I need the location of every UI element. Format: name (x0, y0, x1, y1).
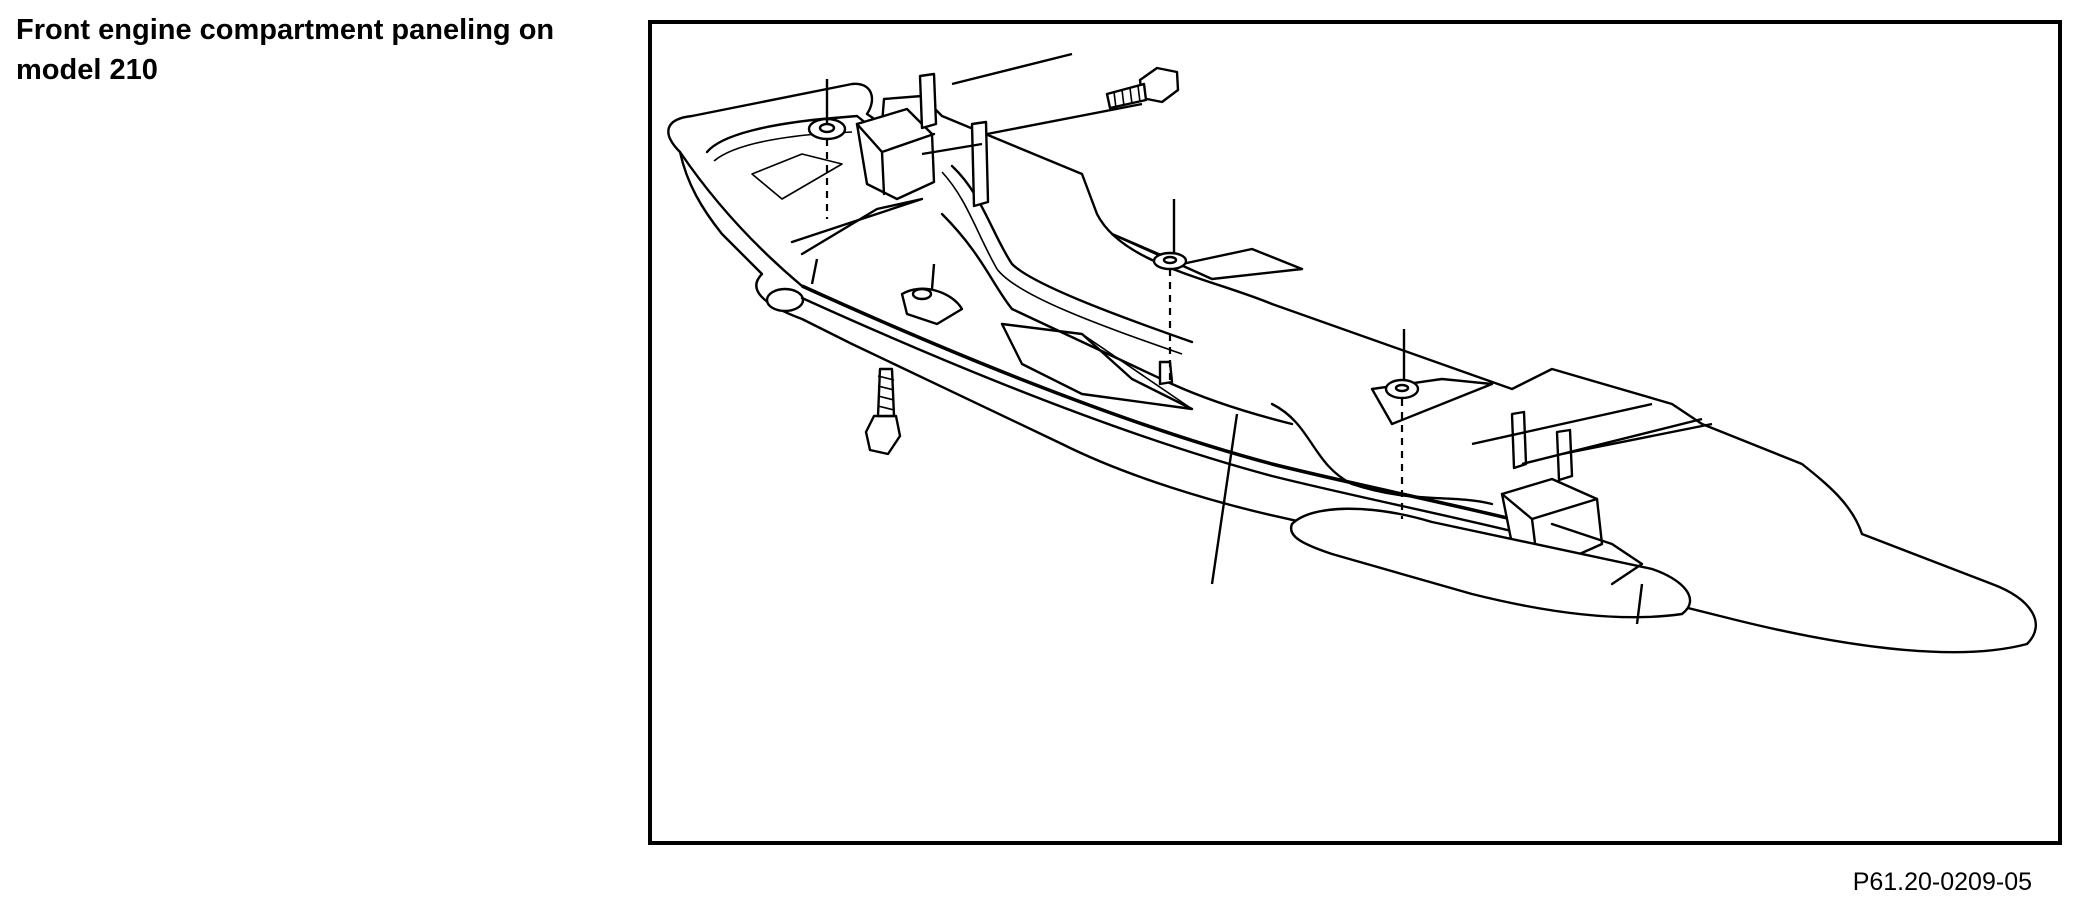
figure-id: P61.20-0209-05 (1852, 868, 2032, 896)
left-bottom-hole (911, 287, 933, 301)
figure-title: Front engine compartment paneling on mod… (16, 14, 555, 86)
figure-frame (648, 20, 2062, 845)
center-fastener-hole (1162, 255, 1178, 265)
leader-line-6 (930, 263, 936, 290)
center-rib (940, 212, 1294, 426)
leader-line-5 (810, 258, 819, 285)
left-fastener-hole (818, 122, 836, 134)
paneling-diagram (667, 52, 2037, 654)
leader-line-3 (921, 142, 983, 156)
left-bracket-block (855, 107, 936, 201)
rear-edge-2 (941, 171, 1183, 355)
panel-outer-contour (667, 82, 2037, 654)
right-end-lip (1289, 507, 1692, 619)
center-trough-2 (1081, 333, 1193, 410)
left-lip-tube (765, 287, 805, 313)
right-floor-curve (1270, 402, 1494, 506)
leader-line-12 (1561, 422, 1713, 456)
left-clip-tab (918, 72, 938, 130)
leader-line-13 (1635, 583, 1644, 625)
left-end-lip (678, 150, 804, 288)
screw-bottom (864, 367, 902, 456)
leader-line-9 (1210, 413, 1239, 585)
right-clip-tab (1510, 410, 1528, 470)
left-clip-tab-2 (970, 120, 990, 208)
leader-line-11 (1521, 417, 1703, 466)
right-end-rim (1550, 522, 1644, 586)
left-bracket-face (855, 122, 936, 196)
front-edge-lip-2 (800, 296, 1534, 538)
leader-line-1 (951, 52, 1073, 86)
right-fastener-hole (1394, 383, 1410, 393)
right-ridge (1370, 377, 1494, 426)
left-floor-ridge-2 (751, 153, 843, 200)
left-floor-ridge (790, 197, 924, 256)
leader-line-2 (986, 102, 1143, 136)
right-clip-tab-2 (1555, 428, 1574, 482)
screw-top (1105, 66, 1180, 110)
leader-line-10 (1471, 402, 1653, 446)
